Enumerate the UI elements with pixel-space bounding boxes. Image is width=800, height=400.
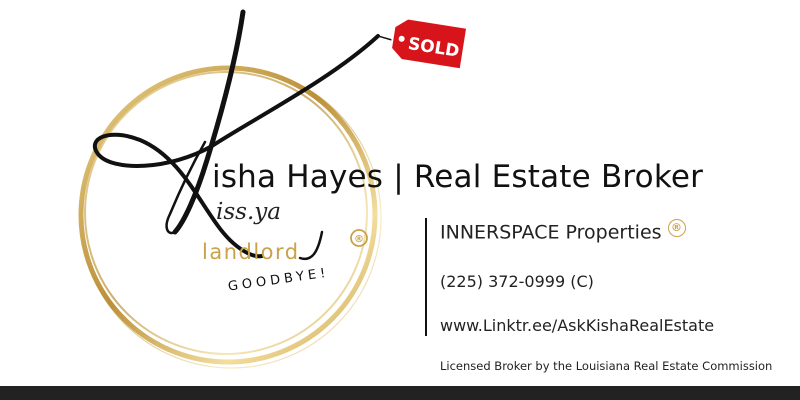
svg-text:®: ® bbox=[354, 234, 364, 245]
license-statement: Licensed Broker by the Louisiana Real Es… bbox=[440, 359, 773, 373]
phone-number[interactable]: (225) 372-0999 (C) bbox=[440, 272, 594, 291]
sold-tag-icon: SOLD bbox=[389, 17, 469, 71]
broker-headline: isha Hayes | Real Estate Broker bbox=[212, 159, 704, 195]
registered-mark-icon: ® bbox=[350, 229, 368, 247]
script-k-icon bbox=[93, 9, 393, 259]
footer-bar bbox=[0, 386, 800, 400]
company-registered-icon: ® bbox=[667, 219, 686, 237]
vertical-divider bbox=[425, 218, 427, 336]
linktree-link[interactable]: www.Linktr.ee/AskKishaRealEstate bbox=[440, 316, 715, 335]
company-name: INNERSPACE Properties bbox=[440, 221, 662, 244]
company-line: INNERSPACE Properties ® bbox=[440, 219, 686, 243]
tagline-bottom: GOODBYE! bbox=[227, 266, 330, 295]
tagline-mid: landlord bbox=[202, 240, 300, 264]
gold-ring-icon bbox=[78, 65, 382, 369]
swash-stroke-icon bbox=[298, 230, 324, 261]
tagline-top: iss.ya bbox=[216, 199, 281, 225]
